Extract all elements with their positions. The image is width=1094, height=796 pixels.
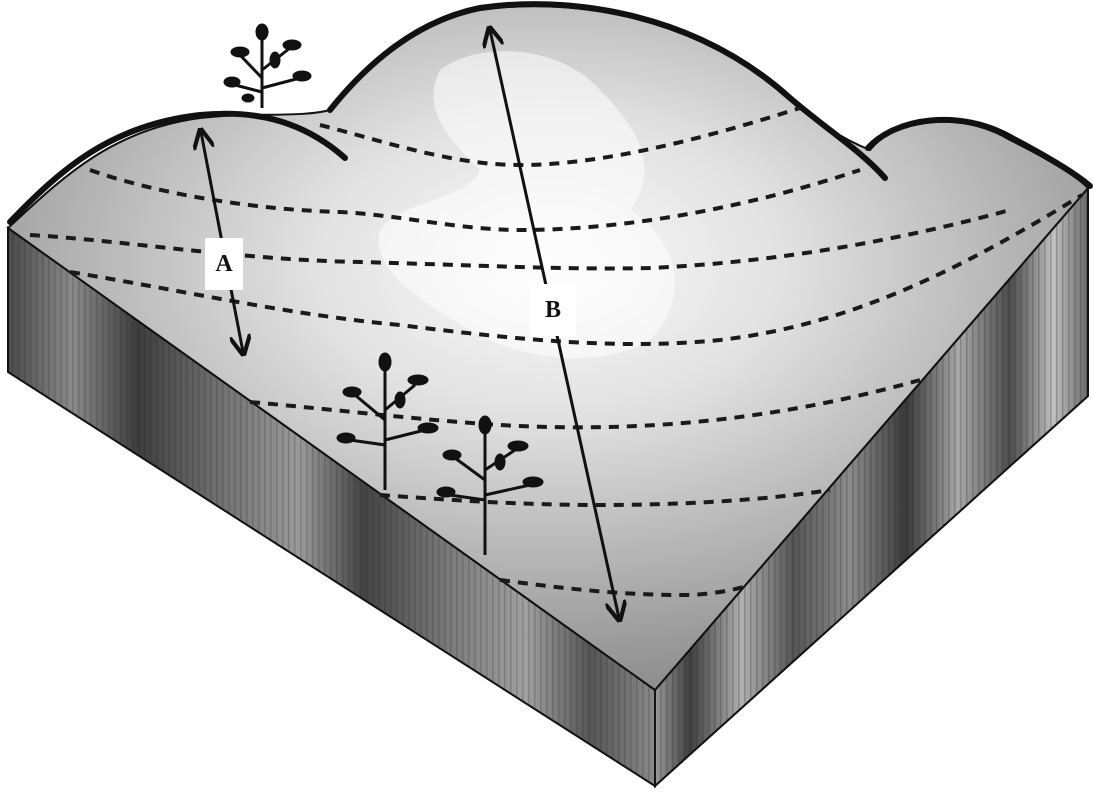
tree-on-left-hill <box>224 24 311 108</box>
label-a: A <box>205 238 243 290</box>
label-b: B <box>530 284 576 336</box>
